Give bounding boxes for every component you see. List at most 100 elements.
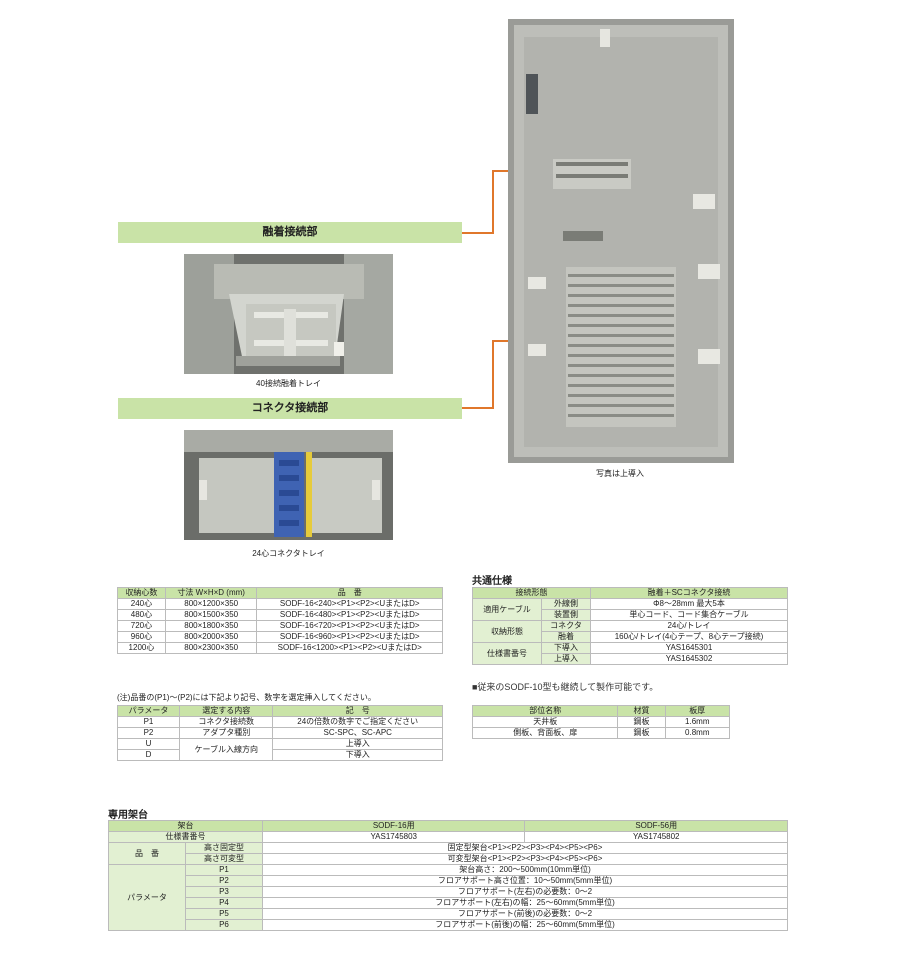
- selection-note: (注)品番の(P1)～(P2)には下記より記号、数字を選定挿入してください。: [117, 693, 376, 702]
- material-header-2: 材質: [617, 705, 666, 717]
- rack-param-code: P2: [185, 875, 263, 887]
- param-code: D: [117, 749, 180, 761]
- down-label: 下導入: [541, 642, 591, 654]
- param-content: コネクタ接続数: [178, 716, 274, 728]
- capacity-cell: 480心: [117, 609, 166, 621]
- rack-variable-value: 可変型架台<P1><P2><P3><P4><P5><P6>: [262, 853, 788, 865]
- table-row: P4 フロアサポート(左右)の幅：25～60mm(5mm単位): [109, 897, 788, 909]
- table-row: 240心 800×1200×350 SODF-16<240><P1><P2><U…: [117, 598, 443, 610]
- material-thickness: 0.8mm: [664, 727, 731, 739]
- rack-param-code: P1: [185, 864, 263, 876]
- rack-fixed-value: 固定型架台<P1><P2><P3><P4><P5><P6>: [262, 842, 788, 854]
- storage-label: 収納形態: [471, 620, 543, 643]
- down-value: YAS1645301: [590, 642, 788, 654]
- param-symbol: 下導入: [272, 749, 443, 761]
- rack-variable-label: 高さ可変型: [185, 853, 263, 865]
- rack-param-label: パラメータ: [108, 864, 186, 931]
- common-spec-table: 接続形態 融着＋SCコネクタ接続 適用ケーブル 外線側 Φ8～28mm 最大5本…: [471, 587, 788, 665]
- spec-header-right: 融着＋SCコネクタ接続: [590, 587, 788, 599]
- capacity-header-3: 品 番: [256, 587, 443, 599]
- rack-label: 架台: [108, 820, 263, 832]
- connector-leader-line: [462, 407, 494, 409]
- up-label: 上導入: [541, 653, 591, 665]
- param-code: U: [117, 738, 180, 750]
- table-row: 480心 800×1500×350 SODF-16<480><P1><P2><U…: [117, 609, 443, 621]
- param-code: P2: [117, 727, 180, 739]
- capacity-cell: 240心: [117, 598, 166, 610]
- size-cell: 800×1200×350: [164, 598, 258, 610]
- outer-label: 外線側: [541, 598, 591, 610]
- table-row: 1200心 800×2300×350 SODF-16<1200><P1><P2>…: [117, 642, 443, 654]
- rack-param-value: フロアサポート(左右)の必要数：0～2: [262, 886, 788, 898]
- fusion-tray-photo: [184, 254, 393, 374]
- table-row: P2 フロアサポート高さ位置：10～50mm(5mm単位): [109, 875, 788, 887]
- rack-param-value: フロアサポート(前後)の必要数：0～2: [262, 908, 788, 920]
- table-row: 720心 800×1800×350 SODF-16<720><P1><P2><U…: [117, 620, 443, 632]
- table-row: 960心 800×2000×350 SODF-16<960><P1><P2><U…: [117, 631, 443, 643]
- rack-table: 架台 SODF-16用 SODF-56用 仕様書番号 YAS1745803 YA…: [108, 820, 788, 931]
- table-row: P3 フロアサポート(左右)の必要数：0～2: [109, 886, 788, 898]
- capacity-header-2: 寸法 W×H×D (mm): [164, 587, 258, 599]
- capacity-header-1: 収納心数: [117, 587, 166, 599]
- rack-param-value: フロアサポート(前後)の幅：25～60mm(5mm単位): [262, 919, 788, 931]
- size-cell: 800×2300×350: [164, 642, 258, 654]
- cable-label: 適用ケーブル: [471, 598, 543, 621]
- rack-param-value: 架台高さ：200～500mm(10mm単位): [262, 864, 788, 876]
- spec-header-left: 接続形態: [472, 587, 591, 599]
- spec-number-label: 仕様書番号: [471, 642, 543, 665]
- fusion-value: 160心/トレイ(4心テープ、8心テープ接続): [590, 631, 788, 643]
- rack-param-value: フロアサポート高さ位置：10～50mm(5mm単位): [262, 875, 788, 887]
- table-row: U ケーブル入線方向 上導入: [117, 738, 443, 761]
- up-value: YAS1645302: [590, 653, 788, 665]
- param-symbol: 24の倍数の数字でご指定ください: [272, 716, 443, 728]
- device-value: 単心コード、コード集合ケーブル: [590, 609, 788, 621]
- material-type: 鋼板: [617, 716, 666, 728]
- part-number-cell: SODF-16<240><P1><P2><UまたはD>: [256, 598, 443, 610]
- rack-col2: SODF-56用: [524, 820, 788, 832]
- parameter-table: パラメータ 選定する内容 記 号 P1 コネクタ接続数 24の倍数の数字でご指定…: [117, 705, 443, 761]
- table-row: パラメータ P1 架台高さ：200～500mm(10mm単位): [108, 864, 788, 931]
- rack-param-value: フロアサポート(左右)の幅：25～60mm(5mm単位): [262, 897, 788, 909]
- param-header-3: 記 号: [272, 705, 443, 717]
- param-content: ケーブル入線方向: [178, 738, 274, 761]
- param-symbol: SC-SPC、SC-APC: [272, 727, 443, 739]
- size-cell: 800×2000×350: [164, 631, 258, 643]
- rack-title: 専用架台: [108, 810, 148, 821]
- fusion-leader-line: [462, 232, 494, 234]
- common-spec-title: 共通仕様: [472, 576, 512, 587]
- material-part: 天井板: [471, 716, 619, 728]
- rack-fixed-label: 高さ固定型: [185, 842, 263, 854]
- rack-param-code: P3: [185, 886, 263, 898]
- outer-value: Φ8～28mm 最大5本: [590, 598, 788, 610]
- capacity-cell: 1200心: [117, 642, 166, 654]
- material-table: 部位名称 材質 板厚 天井板 鋼板 1.6mm 側板、背面板、扉 鋼板 0.8m…: [471, 705, 731, 739]
- size-cell: 800×1500×350: [164, 609, 258, 621]
- table-row: 側板、背面板、扉 鋼板 0.8mm: [471, 727, 731, 739]
- connector-tray-photo: [184, 430, 393, 540]
- capacity-cell: 720心: [117, 620, 166, 632]
- param-content: アダプタ種別: [178, 727, 274, 739]
- param-header-1: パラメータ: [117, 705, 180, 717]
- rack-param-code: P4: [185, 897, 263, 909]
- rack-param-code: P5: [185, 908, 263, 920]
- size-cell: 800×1800×350: [164, 620, 258, 632]
- connector-caption: 24心コネクタトレイ: [252, 549, 325, 558]
- table-row: D 下導入: [117, 749, 443, 761]
- param-header-2: 選定する内容: [178, 705, 274, 717]
- material-header-1: 部位名称: [471, 705, 619, 717]
- part-number-cell: SODF-16<720><P1><P2><UまたはD>: [256, 620, 443, 632]
- rack-param-code: P6: [185, 919, 263, 931]
- material-header-3: 板厚: [664, 705, 731, 717]
- device-label: 装置側: [541, 609, 591, 621]
- fusion-label: 融着: [541, 631, 591, 643]
- rack-spec1: YAS1745803: [261, 831, 526, 843]
- capacity-table: 収納心数 寸法 W×H×D (mm) 品 番 240心 800×1200×350…: [117, 587, 443, 654]
- table-row: P5 フロアサポート(前後)の必要数：0～2: [109, 908, 788, 920]
- fusion-leader-line-v: [492, 170, 494, 234]
- rack-spec2: YAS1745802: [524, 831, 788, 843]
- connector-section-label: コネクタ接続部: [118, 398, 462, 419]
- capacity-cell: 960心: [117, 631, 166, 643]
- table-row: P1 コネクタ接続数 24の倍数の数字でご指定ください: [117, 716, 443, 728]
- fusion-section-label: 融着接続部: [118, 222, 462, 243]
- material-thickness: 1.6mm: [664, 716, 731, 728]
